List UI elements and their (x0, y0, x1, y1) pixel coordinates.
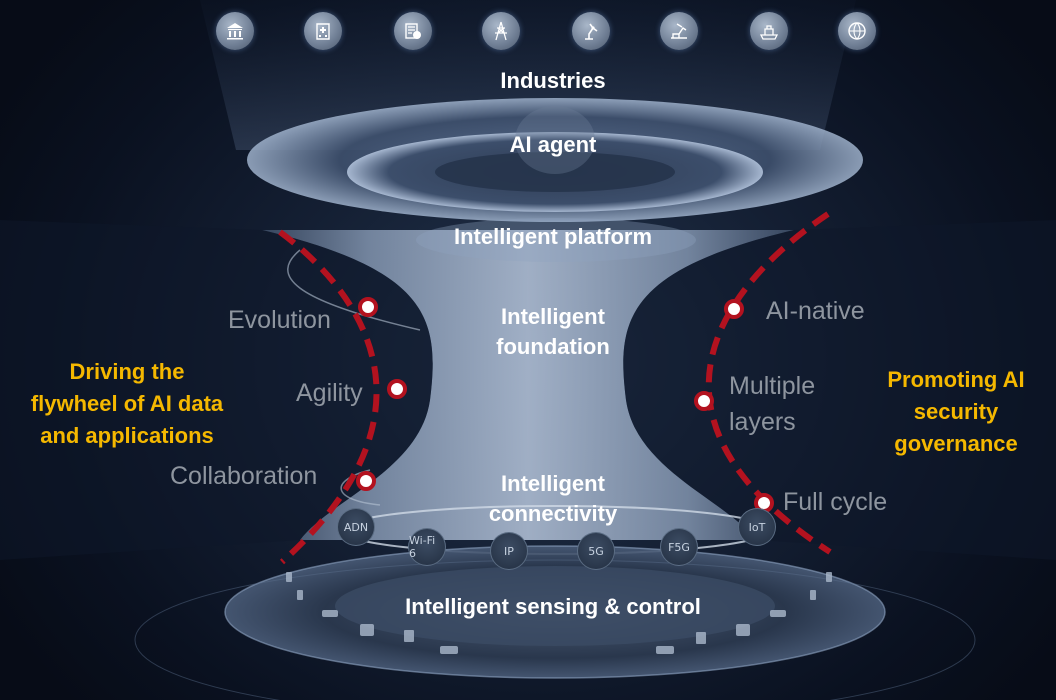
tech-node-adn: ADN (337, 508, 375, 546)
tech-node-f5g: F5G (660, 528, 698, 566)
tech-node-ip: IP (490, 532, 528, 570)
tech-node-5g: 5G (577, 532, 615, 570)
intelligent-platform-label: Intelligent platform (454, 224, 652, 249)
right-heading: Promoting AI security governance (887, 367, 1025, 456)
tech-node-iot: IoT (738, 508, 776, 546)
shipping-port-icon (750, 12, 788, 50)
manufacturing-robot-icon (572, 12, 610, 50)
attribute-agility: Agility (296, 379, 363, 407)
left-dashed-curve (278, 229, 380, 565)
industries-label: Industries (500, 68, 606, 93)
attribute-multiple-layers: Multiple layers (729, 372, 816, 436)
ai-agent-label: AI agent (509, 132, 597, 157)
hospital-icon (304, 12, 342, 50)
power-grid-icon (482, 12, 520, 50)
intelligent-sensing-label: Intelligent sensing & control (405, 594, 701, 619)
finance-icon (394, 12, 432, 50)
government-bank-icon (216, 12, 254, 50)
internet-globe-icon (838, 12, 876, 50)
left-heading: Driving the flywheel of AI data and appl… (30, 359, 224, 448)
intelligent-connectivity-label: Intelligent connectivity (488, 471, 618, 526)
tech-node-wi-fi-6: Wi-Fi 6 (408, 528, 446, 566)
attribute-evolution: Evolution (228, 306, 331, 334)
attribute-ai-native: AI-native (766, 297, 865, 325)
intelligent-foundation-label: Intelligent foundation (496, 304, 610, 359)
mining-icon (660, 12, 698, 50)
attribute-collaboration: Collaboration (170, 462, 318, 490)
attribute-full-cycle: Full cycle (783, 488, 888, 516)
